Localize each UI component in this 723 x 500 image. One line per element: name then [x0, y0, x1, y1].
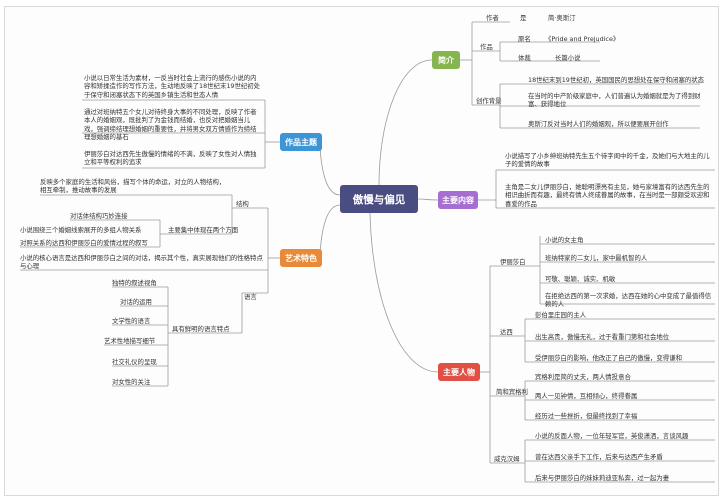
structure-item: 反映多个家庭的生活和风俗，描写个体的命运，对立的人物结构，相互牵制，推动故事的发…	[40, 178, 226, 195]
wickham-item: 曾在达西父亲手下工作，后来与达西产生矛盾	[535, 453, 663, 461]
darcy-item: 受伊丽莎白的影响，他改正了自己的傲慢，变得谦和	[535, 354, 682, 362]
wickham-item: 后来与伊丽莎白的妹妹莉迪亚私奔，过一起为妻	[535, 474, 670, 482]
elizabeth-item: 小说的女主角	[545, 236, 584, 244]
wickham-item: 小说的反面人物，一位年轻军官，英俊潇洒，言谈风趣	[535, 432, 689, 440]
background-item: 在当时的中产阶级家庭中，人们普遍认为婚姻就是为了得到财富、获得地位	[528, 92, 701, 109]
structure-item: 小说围绕三个婚姻线索展开的多组人物关系	[20, 226, 142, 234]
bingley-item: 两人一见钟情，互相倾心，终得眷属	[535, 392, 638, 400]
theme-item: 伊丽莎白对达西先生傲慢的情绪的不满，反映了女性对人情独立和平等权利的追求	[84, 150, 257, 167]
structure-item: 对照关系的达西和伊丽莎白的爱情过程的叙写	[20, 239, 148, 247]
elizabeth-item: 可敬、聪颖、诚实、机敏	[545, 275, 616, 283]
language-item: 对话的运用	[120, 298, 152, 306]
language-label: 语言	[244, 293, 257, 301]
elizabeth-item: 在拒绝达西的第一次求婚，达西在她的心中变成了最值得信赖的人	[545, 292, 712, 309]
work-label: 作品	[480, 43, 493, 51]
background-label: 创作背景	[476, 97, 502, 105]
background-item: 奥斯汀反对当时人们的婚姻观，所以便要展开创作	[528, 120, 669, 128]
art-node[interactable]: 艺术特色	[280, 249, 322, 267]
theme-item: 小说以日常生活为素材，一反当时社会上流行的感伤小说的内容和矫揉造作的写作方法，生…	[84, 74, 261, 99]
language-item: 独特的叙述视角	[112, 279, 157, 287]
characters-node[interactable]: 主要人物	[438, 363, 480, 381]
content-item: 主角是二女儿伊丽莎白，她聪明漂亮有主见，她与家境富有的达西先生的相识曲折而有趣，…	[505, 183, 710, 208]
elizabeth-item: 班纳特家的二女儿，家中最机智的人	[545, 254, 648, 262]
author-label: 作者	[486, 14, 499, 22]
mindmap-canvas	[4, 6, 719, 496]
wording-text: 小说的核心语言是达西和伊丽莎白之间的对话，揭示其个性，真实展现他们的性格特点与心…	[20, 254, 263, 271]
bingley-item: 经历过一些挫折，但最终找到了幸福	[535, 412, 638, 420]
language-item: 艺术性地描写细节	[104, 337, 156, 345]
theme-node[interactable]: 作品主题	[280, 133, 322, 151]
elizabeth-label: 伊丽莎白	[500, 258, 526, 266]
structure-item: 对话体结构巧妙连接	[70, 212, 128, 220]
content-item: 小说描写了小乡绅班纳特先生五个待字闺中的千金，及她们与大地主的儿子的爱情的故事	[505, 152, 710, 169]
language-item: 文学性的语言	[112, 317, 151, 325]
darcy-item: 彭伯里庄园的主人	[535, 311, 587, 319]
intro-node[interactable]: 简介	[432, 51, 460, 69]
author-arrow: 是	[520, 14, 527, 22]
darcy-item: 出生高贵，傲慢无礼，过于看重门第和社会地位	[535, 333, 670, 341]
content-node[interactable]: 主要内容	[438, 191, 478, 209]
language-sub-label: 具有鲜明的语言特点	[172, 325, 230, 333]
central-topic[interactable]: 傲慢与偏见	[340, 185, 418, 213]
main-story-label: 主要集中体现在两个方面	[168, 226, 239, 234]
language-item: 社交礼仪的呈现	[112, 358, 157, 366]
original-name-label: 原名	[518, 35, 531, 43]
theme-item: 通过对班纳特五个女儿对待终身大事的不同处理，反映了作者本人的婚姻观，既批判了为金…	[84, 108, 257, 142]
bingley-item: 宾格利是简的丈夫，两人情投意合	[535, 373, 631, 381]
bingley-label: 简和宾格利	[496, 388, 528, 396]
language-item: 对女性的关注	[112, 378, 151, 386]
genre-label: 体裁	[518, 54, 531, 62]
author-value: 简·奥斯汀	[548, 14, 576, 22]
background-item: 18世纪末到19世纪初，英国国民的思想处在保守和闭塞的状态	[528, 76, 705, 84]
structure-label: 结构	[236, 200, 249, 208]
darcy-label: 达西	[500, 328, 513, 336]
genre-value: 长篇小说	[555, 54, 581, 62]
original-name-value: 《Pride and Prejudice》	[545, 35, 620, 43]
wickham-label: 威克汉姆	[494, 455, 520, 463]
